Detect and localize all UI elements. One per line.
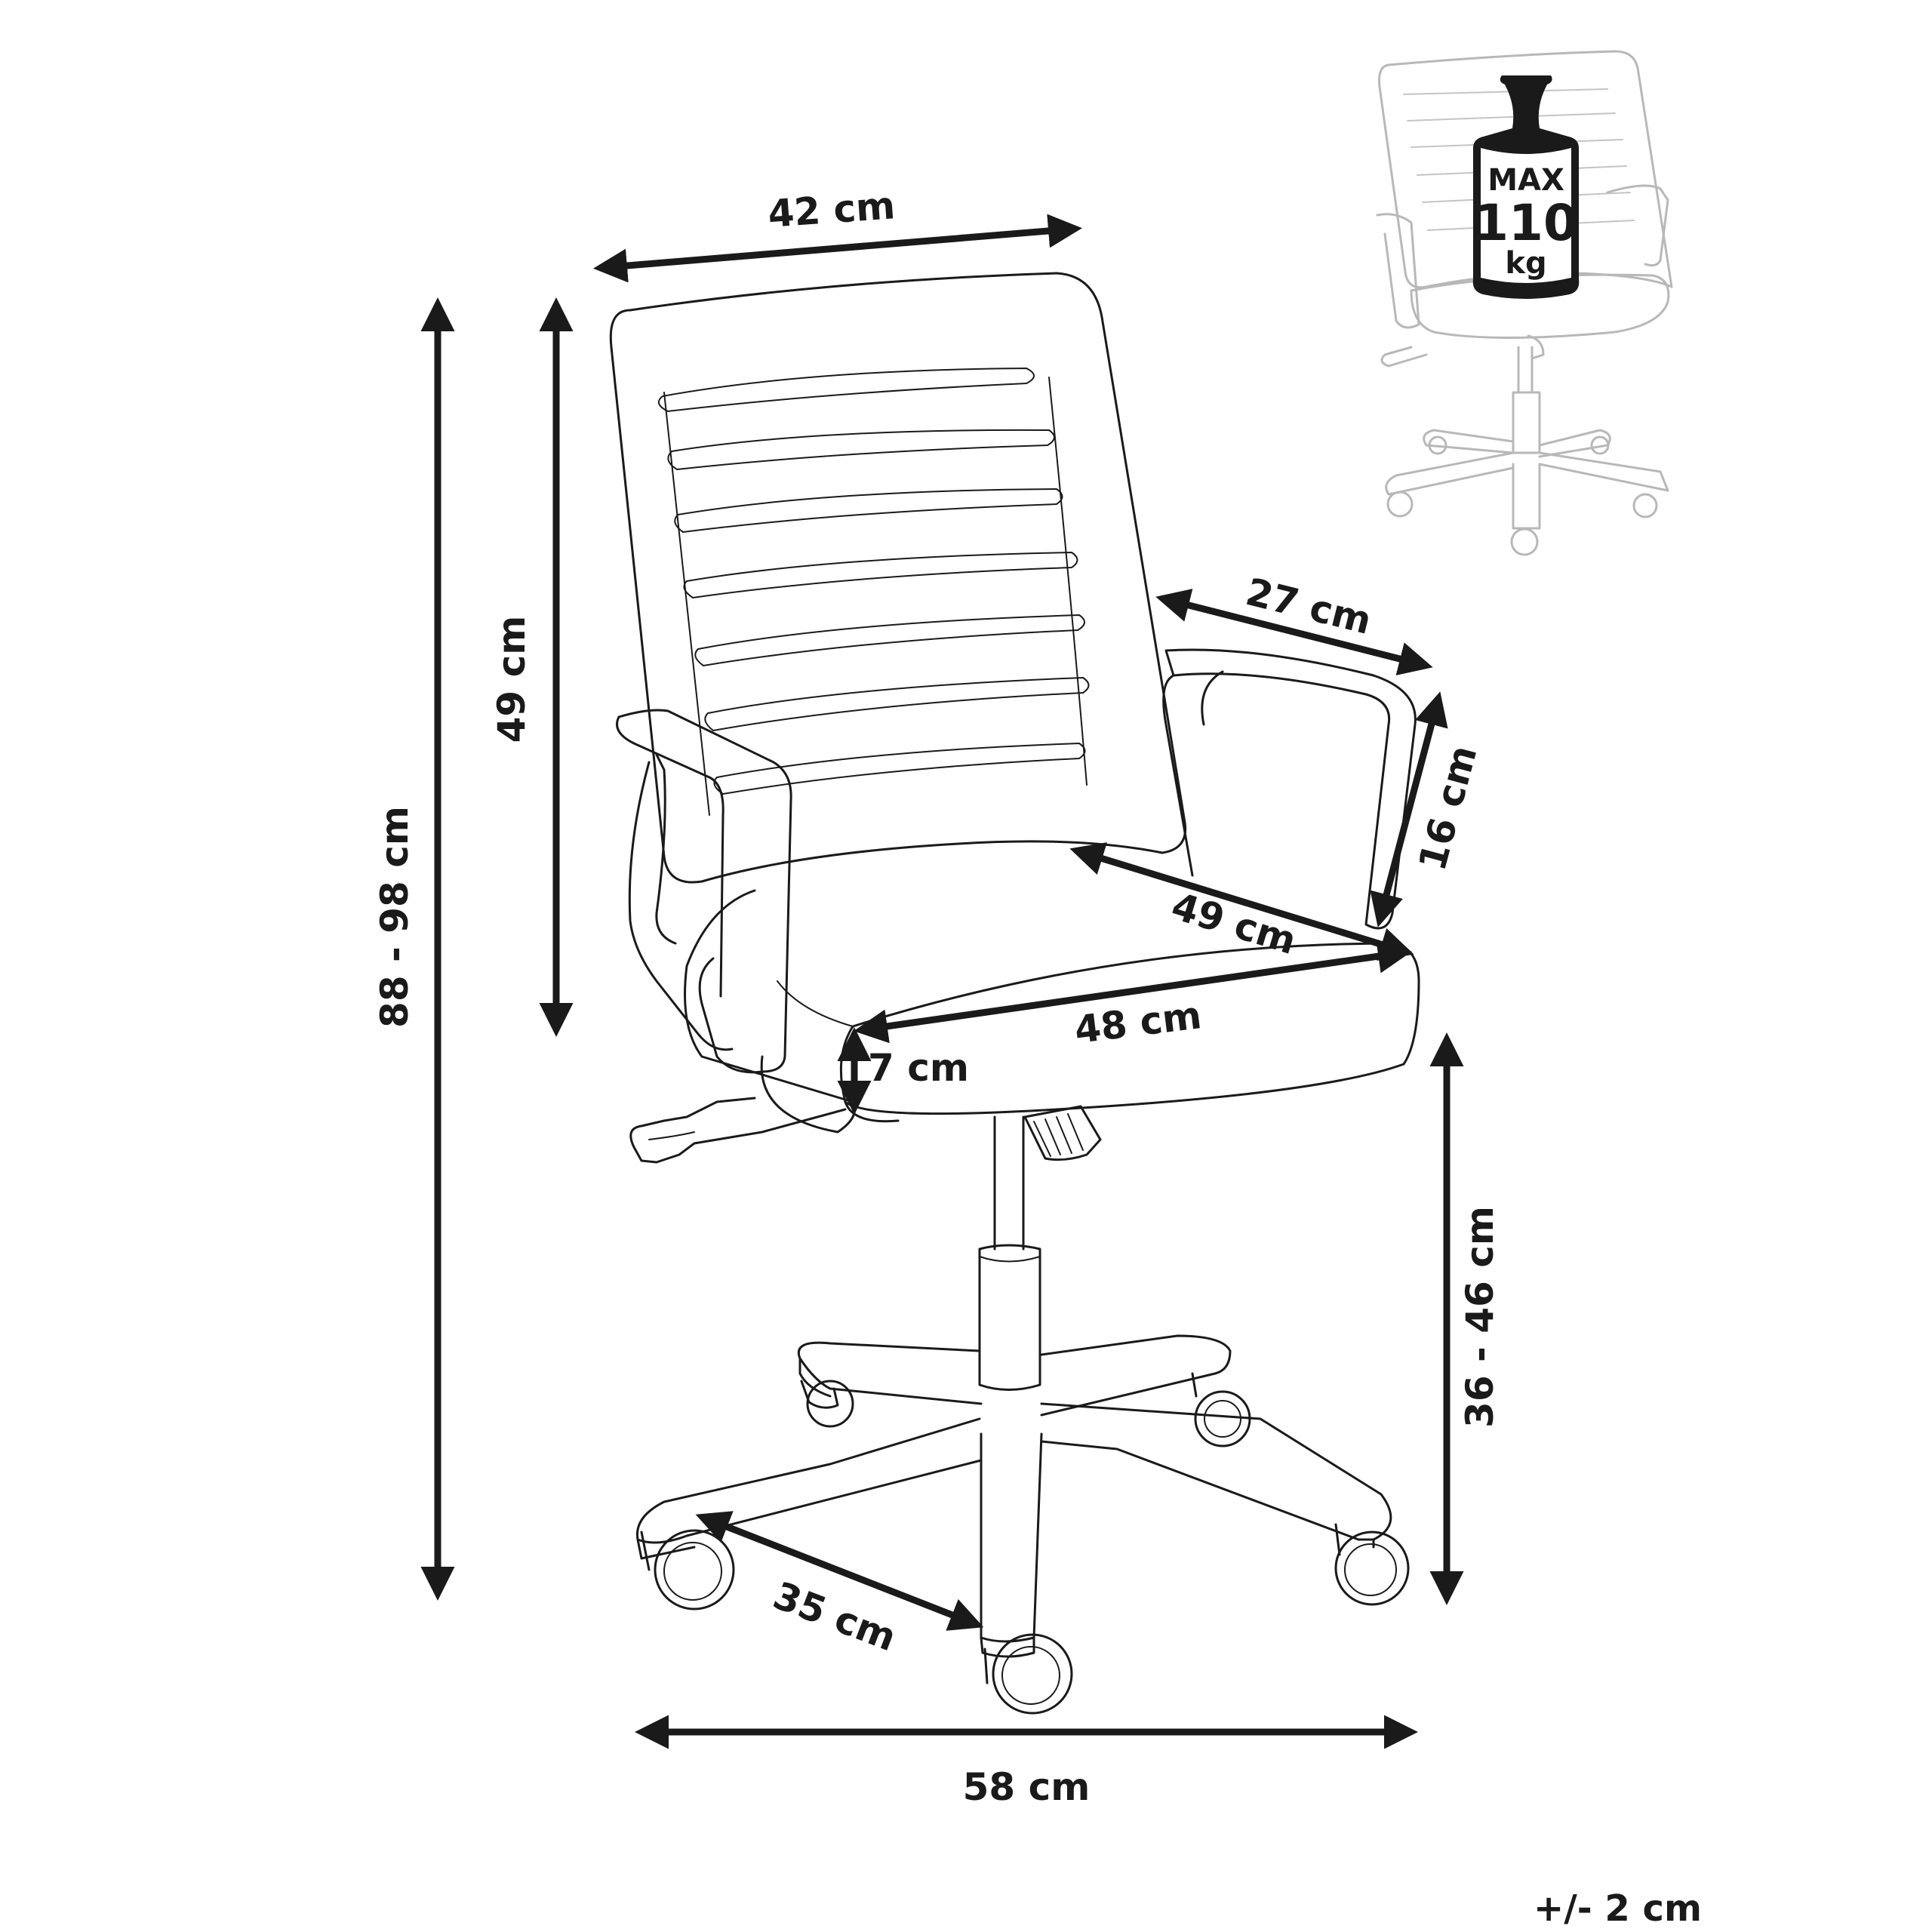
label-seat-height: 36 - 46 cm bbox=[1458, 1206, 1502, 1428]
label-total-height: 88 - 98 cm bbox=[373, 806, 417, 1028]
label-seat-thickness: 7 cm bbox=[868, 1046, 969, 1090]
chair-star-base bbox=[635, 1334, 1392, 1658]
label-seat-width: 48 cm bbox=[1072, 993, 1204, 1052]
caster-back-left bbox=[800, 1380, 854, 1428]
label-armrest-length: 27 cm bbox=[1241, 570, 1376, 643]
caster-front-center bbox=[983, 1633, 1073, 1715]
dimension-arrows bbox=[420, 214, 1464, 1749]
max-load-label: MAX bbox=[1487, 163, 1564, 198]
arrow-seat-width bbox=[854, 939, 1412, 1044]
caster-back-right bbox=[1191, 1372, 1251, 1447]
chair-casters bbox=[640, 1372, 1410, 1715]
chair-drawing bbox=[609, 272, 1420, 1715]
tolerance-note: +/- 2 cm bbox=[1534, 1887, 1702, 1930]
chair-height-lever bbox=[629, 1097, 847, 1164]
arrow-back-width bbox=[593, 214, 1082, 283]
max-load-value: 110 bbox=[1474, 194, 1578, 252]
chair-gas-cylinder bbox=[978, 1115, 1041, 1391]
chair-armrest-left bbox=[616, 709, 792, 1074]
max-load-unit: kg bbox=[1505, 246, 1546, 281]
chair-backrest bbox=[609, 272, 1187, 884]
label-back-width: 42 cm bbox=[767, 183, 897, 236]
label-base-width: 58 cm bbox=[963, 1765, 1091, 1809]
max-load-inset: MAX 110 kg bbox=[1376, 50, 1673, 556]
label-back-height: 49 cm bbox=[490, 616, 534, 743]
arrow-leg-length bbox=[695, 1511, 984, 1631]
arrow-seat-depth bbox=[1069, 842, 1414, 961]
weight-icon: MAX 110 kg bbox=[1472, 75, 1580, 299]
chair-seat bbox=[684, 889, 1420, 1134]
chair-tilt-knob bbox=[1023, 1105, 1102, 1161]
arrow-armrest-length bbox=[1155, 589, 1433, 675]
caster-front-right bbox=[1334, 1523, 1410, 1606]
